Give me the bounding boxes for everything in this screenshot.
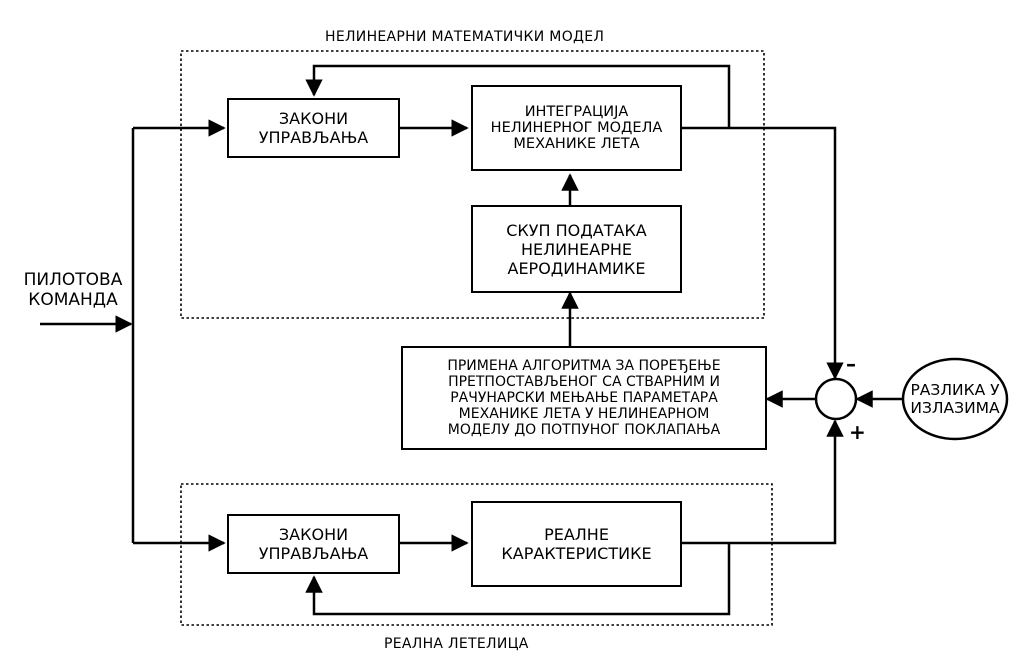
block-line: МЕХАНИКЕ ЛЕТА <box>513 136 640 152</box>
pilot-command-label: ПИЛОТОВА КОМАНДА <box>18 270 128 311</box>
block-line: СКУП ПОДАТАКА <box>506 220 647 240</box>
bottom-feedback-line <box>305 543 731 616</box>
model-group-title: НЕЛИНЕАРНИ МАТЕМАТИЧКИ МОДЕЛ <box>325 29 605 45</box>
minus-sign: – <box>846 352 856 376</box>
top-feedback-line <box>305 64 731 128</box>
model-group-border <box>180 50 765 319</box>
real-characteristics-block: РЕАЛНЕ КАРАКТЕРИСТИКЕ <box>471 501 682 587</box>
block-line: ИНТЕГРАЦИЈА <box>524 104 629 120</box>
block-line: ПРЕТПОСТАВЉЕНОГ СА СТВАРНИМ И <box>448 373 720 390</box>
difference-line2: ИЗЛАЗИМА <box>910 399 1000 417</box>
aero-data-block: СКУП ПОДАТАКА НЕЛИНЕАРНЕ АЕРОДИНАМИКЕ <box>471 205 682 293</box>
block-line: НЕЛИНЕАРНЕ <box>520 239 632 259</box>
block-line: ЗАКОНИ <box>278 525 349 544</box>
real-group-title: РЕАЛНА ЛЕТЕЛИЦА <box>384 636 529 652</box>
block-line: МЕХАНИКЕ ЛЕТА У НЕЛИНЕАРНОМ <box>458 406 710 423</box>
block-line: ЗАКОНИ <box>278 109 349 128</box>
block-line: МОДЕЛУ ДО ПОТПУНОГ ПОКЛАПАЊА <box>447 422 721 439</box>
block-line: НЕЛИНЕРНОГ МОДЕЛА <box>490 120 663 136</box>
plus-sign: + <box>849 420 866 444</box>
pilot-command-line2: КОМАНДА <box>28 290 118 311</box>
difference-ellipse <box>901 357 1009 441</box>
block-line: ПРИМЕНА АЛГОРИТМА ЗА ПОРЕЂЕЊЕ <box>447 357 721 374</box>
difference-line1: РАЗЛИКА У <box>910 381 1000 399</box>
integration-block: ИНТЕГРАЦИЈА НЕЛИНЕРНОГ МОДЕЛА МЕХАНИКЕ Л… <box>471 85 682 171</box>
block-line: РЕАЛНЕ <box>544 525 609 544</box>
algorithm-block: ПРИМЕНА АЛГОРИТМА ЗА ПОРЕЂЕЊЕ ПРЕТПОСТАВ… <box>401 346 767 450</box>
block-line: УПРАВЉАЊА <box>258 128 369 147</box>
summation-node <box>814 377 858 421</box>
real-group-border <box>180 483 773 626</box>
control-laws-bottom-block: ЗАКОНИ УПРАВЉАЊА <box>227 514 400 574</box>
block-line: КАРАКТЕРИСТИКЕ <box>501 544 652 563</box>
model-output-line <box>681 126 844 380</box>
difference-label: РАЗЛИКА У ИЗЛАЗИМА <box>900 359 1010 439</box>
pilot-command-line1: ПИЛОТОВА <box>23 270 123 290</box>
block-line: АЕРОДИНАМИКЕ <box>507 258 646 278</box>
block-line: УПРАВЉАЊА <box>258 544 369 563</box>
real-output-line <box>681 419 844 545</box>
control-laws-top-block: ЗАКОНИ УПРАВЉАЊА <box>227 98 400 158</box>
block-line: РАЧУНАРСКИ МЕЊАЊЕ ПАРАМЕТАРА <box>450 389 718 406</box>
